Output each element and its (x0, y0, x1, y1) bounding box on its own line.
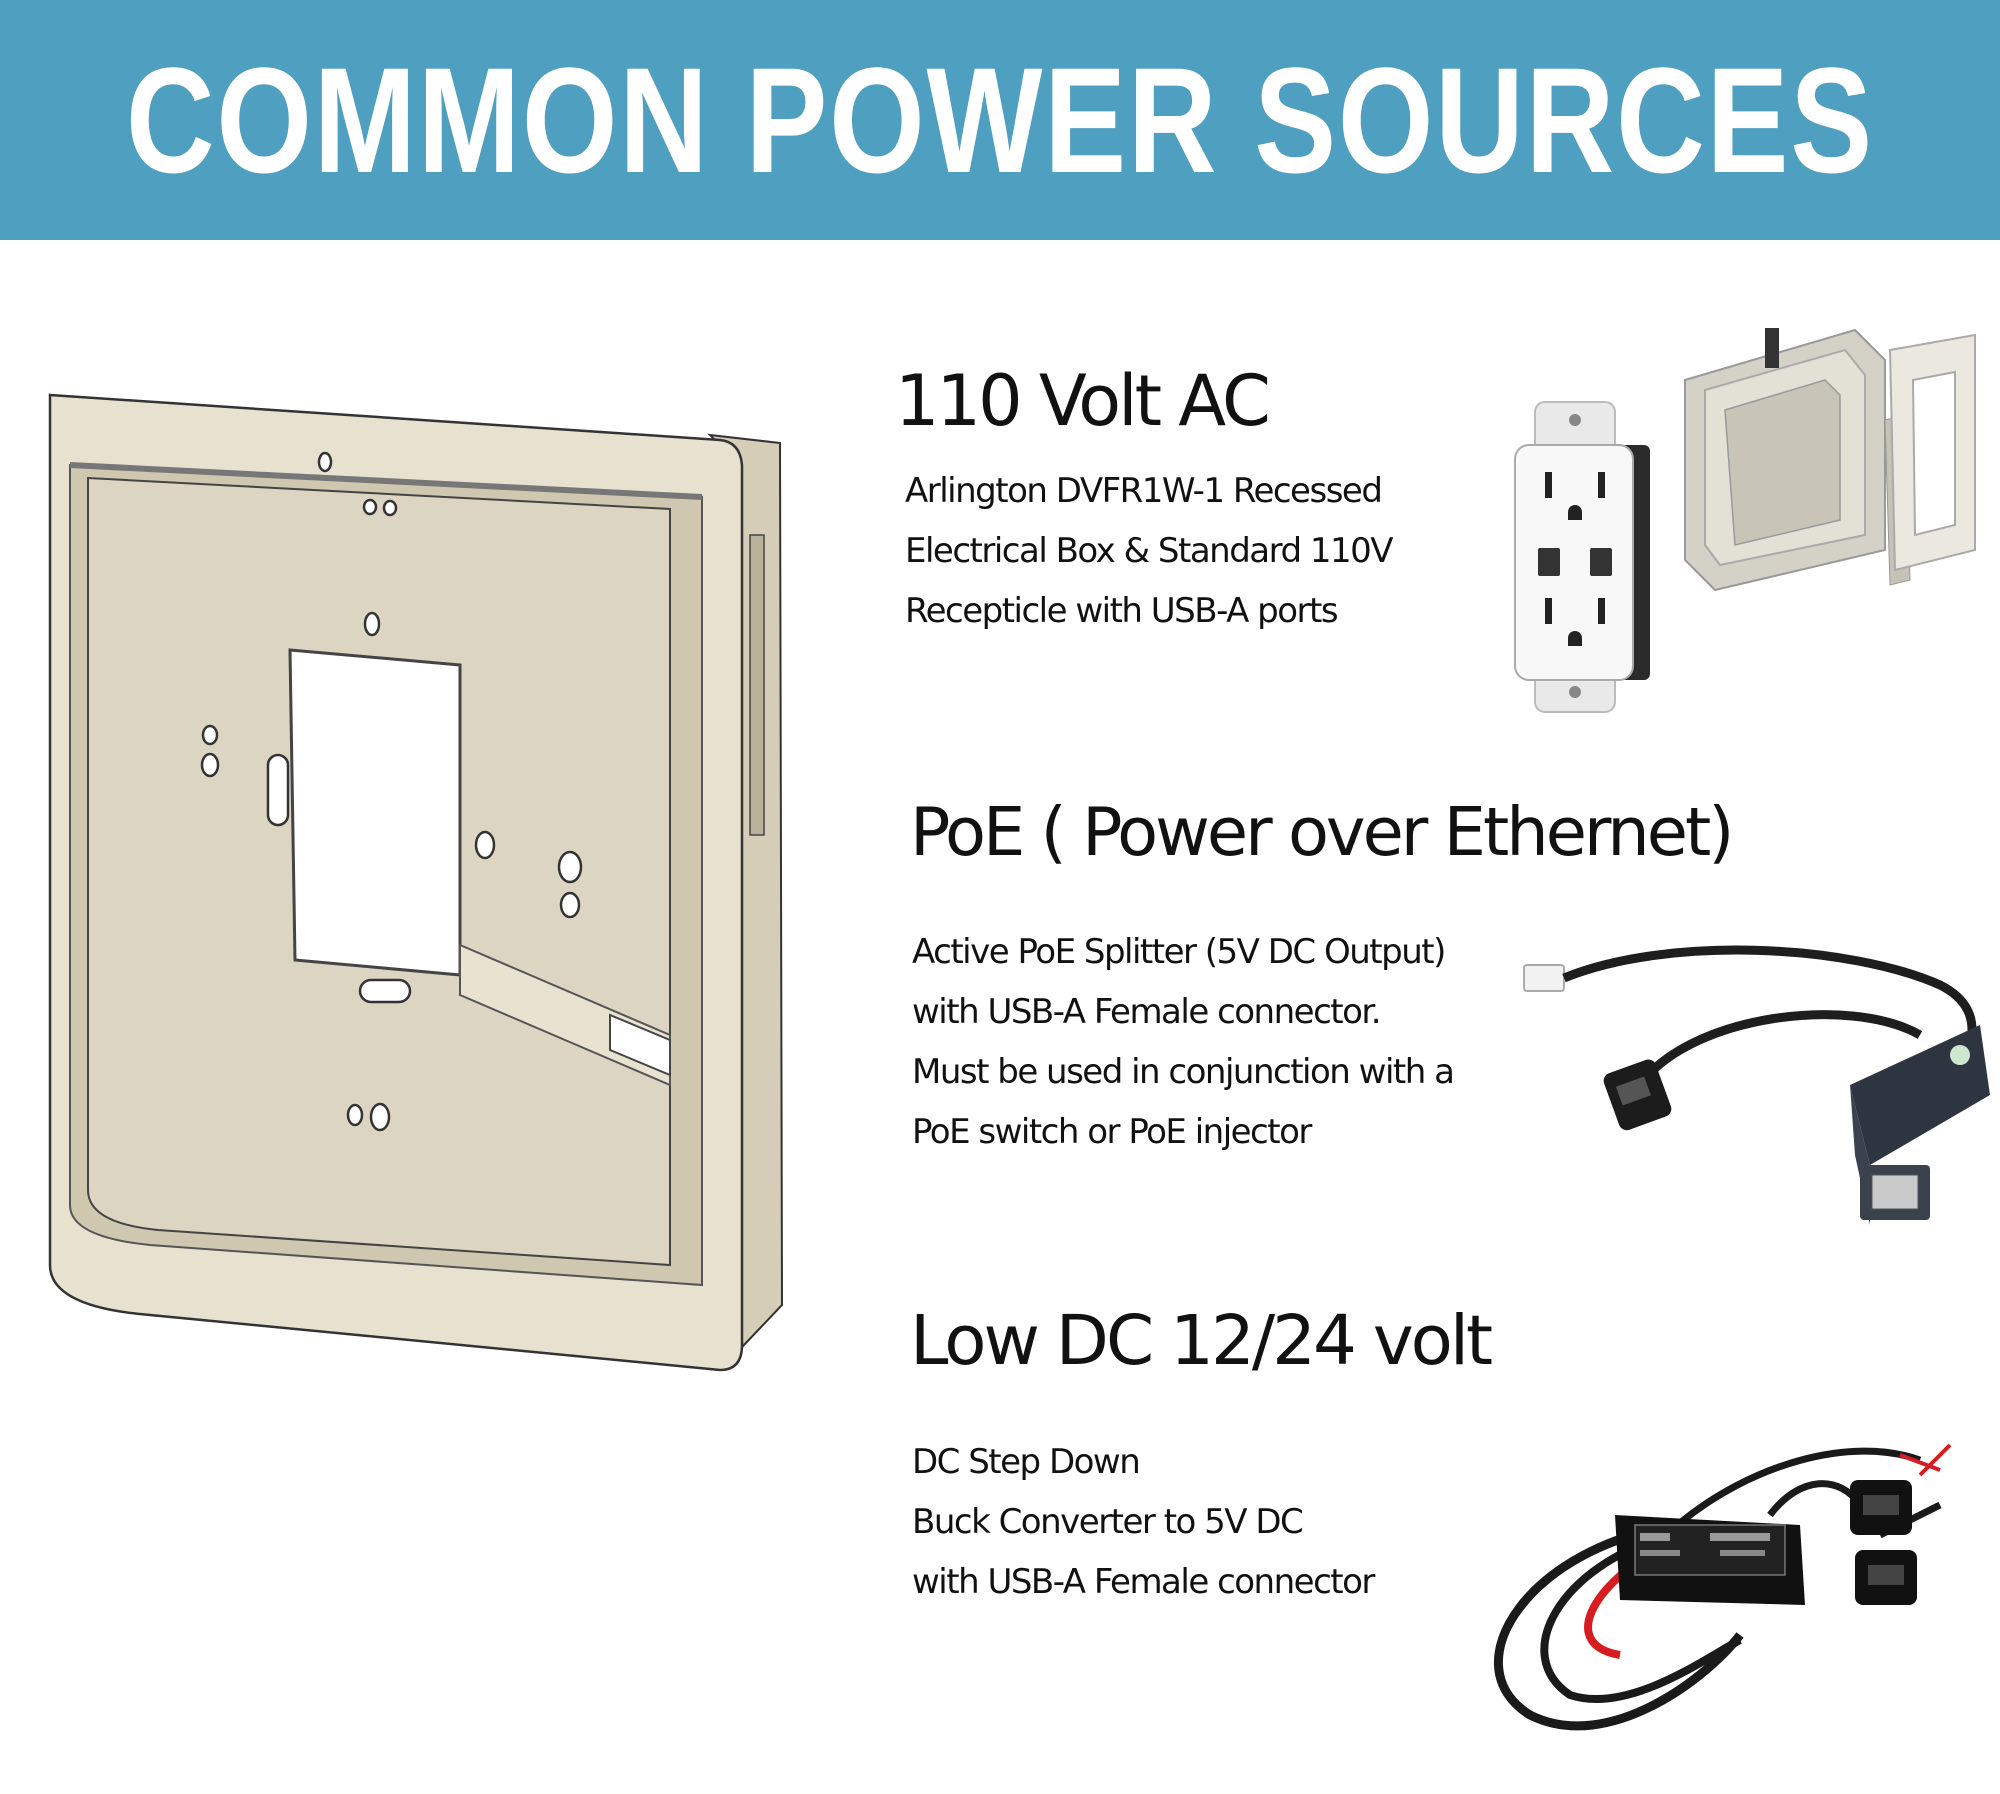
desc-line: with USB-A Female connector. (912, 992, 1382, 1032)
desc-line: Recepticle with USB-A ports (905, 591, 1339, 631)
outlet-image (1514, 401, 1650, 713)
header-banner: COMMON POWER SOURCES (0, 0, 2000, 240)
desc-line: Arlington DVFR1W-1 Recessed (905, 471, 1383, 511)
page-title: COMMON POWER SOURCES (125, 35, 1875, 204)
desc-line: Active PoE Splitter (5V DC Output) (912, 932, 1446, 972)
desc-line: with USB-A Female connector (912, 1562, 1375, 1602)
section-title-ac: 110 Volt AC (895, 360, 1271, 442)
section-title-dc: Low DC 12/24 volt (910, 1301, 1493, 1381)
section-desc-poe: Active PoE Splitter (5V DC Output) with … (912, 922, 1455, 1162)
section-title-poe: PoE ( Power over Ethernet) (910, 793, 1734, 871)
recessed-box-image (1684, 328, 1976, 592)
poe-splitter-image (1523, 945, 1990, 1225)
mount-frame-image (48, 393, 784, 1372)
section-desc-dc: DC Step Down Buck Converter to 5V DC wit… (912, 1432, 1375, 1612)
desc-line: PoE switch or PoE injector (912, 1112, 1312, 1152)
section-desc-ac: Arlington DVFR1W-1 Recessed Electrical B… (905, 461, 1394, 641)
desc-line: Must be used in conjunction with a (912, 1052, 1455, 1092)
desc-line: DC Step Down (912, 1442, 1141, 1482)
desc-line: Electrical Box & Standard 110V (905, 531, 1394, 571)
desc-line: Buck Converter to 5V DC (912, 1502, 1304, 1542)
dc-converter-image (1494, 1443, 1952, 1731)
